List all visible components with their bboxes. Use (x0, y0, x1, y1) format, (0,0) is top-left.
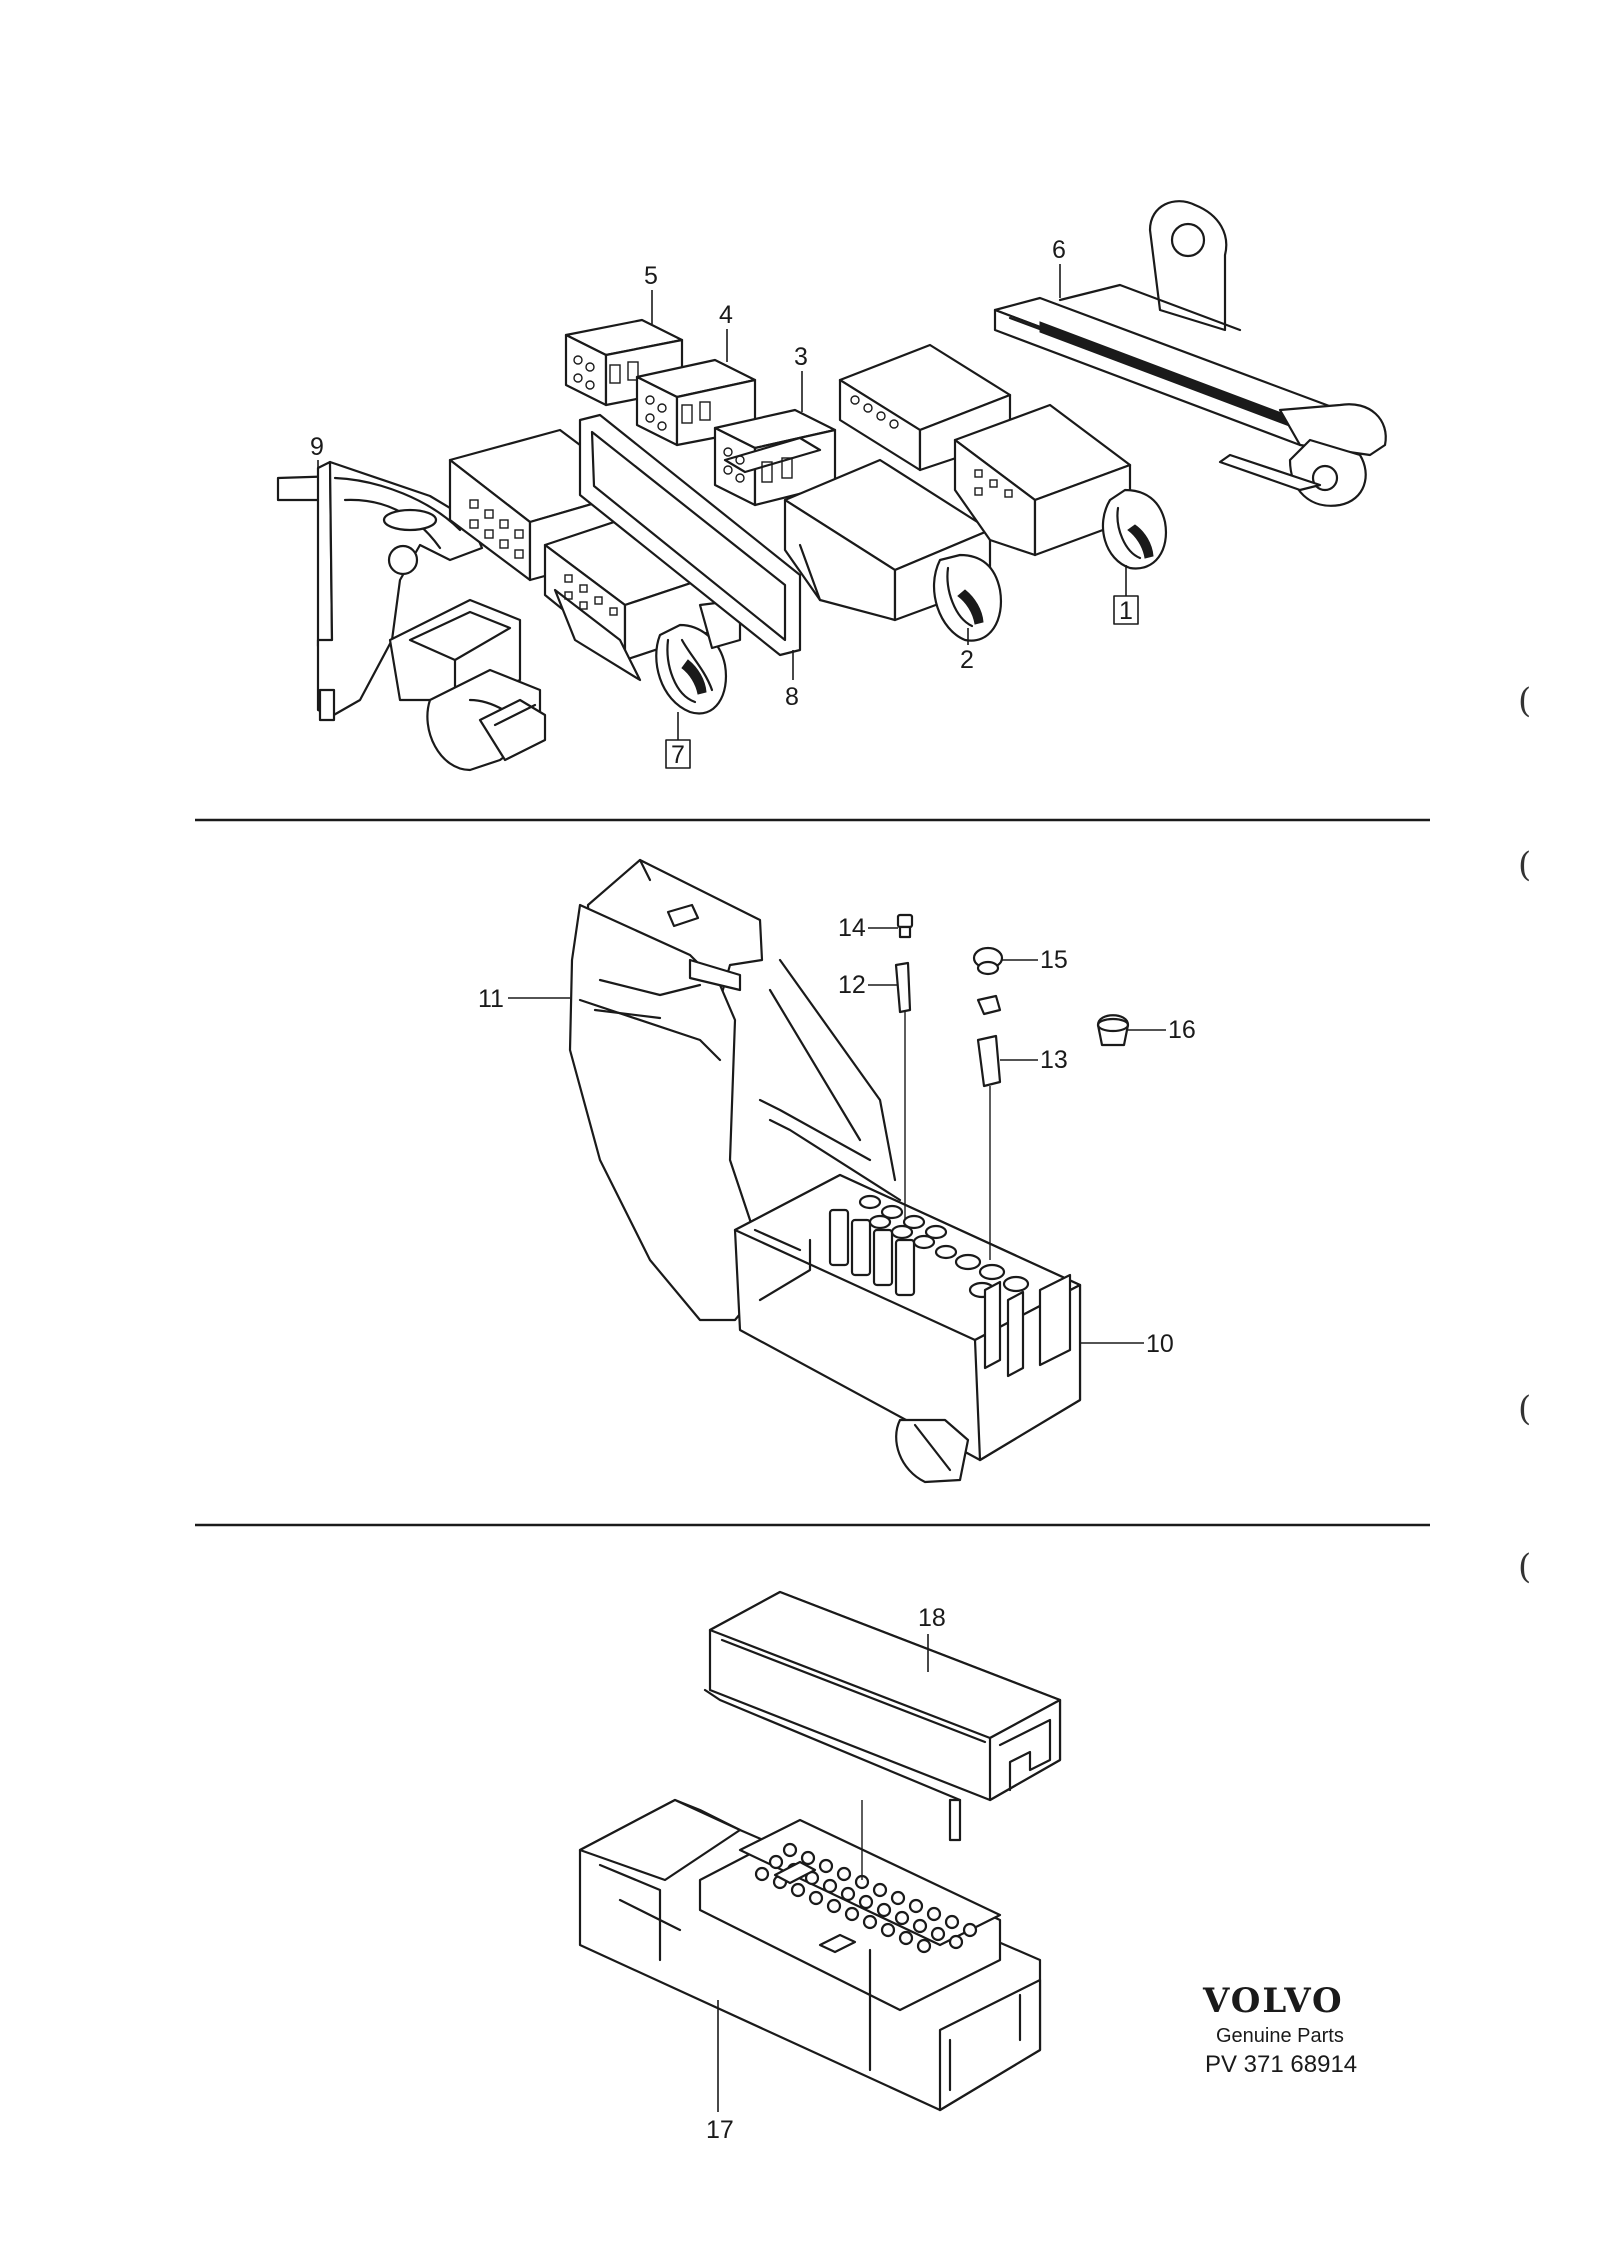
callout-5: 5 (644, 262, 658, 290)
volvo-logo: VOLVO (1202, 1981, 1344, 2021)
callout-2: 2 (960, 646, 974, 674)
part-15-seal (972, 946, 1004, 976)
part-14-plug (896, 913, 914, 939)
callout-17: 17 (706, 2116, 734, 2144)
part-17-base-housing (578, 1798, 1042, 2112)
part-16-plug (1096, 1014, 1130, 1047)
section-connector-assembly: 5 4 3 6 9 8 2 1 7 (276, 200, 1387, 772)
part-2-connector-housing (783, 458, 1003, 642)
callout-13: 13 (1040, 1046, 1068, 1074)
margin-mark: ( (1518, 681, 1531, 721)
callout-3: 3 (794, 343, 808, 371)
part-6-cover-bracket (993, 200, 1387, 507)
callouts-section-3: 18 17 (706, 1604, 946, 2144)
callout-9: 9 (310, 433, 324, 461)
callout-16: 16 (1168, 1016, 1196, 1044)
part-9-bracket-socket (276, 460, 547, 772)
part-18-cover (703, 1590, 1062, 1842)
brand-subtitle: Genuine Parts (1216, 2025, 1344, 2047)
part-10-base-housing (733, 958, 1082, 1484)
callouts-section-1: 5 4 3 6 9 8 2 1 7 (310, 236, 1139, 769)
callout-11: 11 (478, 985, 504, 1013)
callout-1: 1 (1119, 597, 1133, 625)
callout-12: 12 (838, 971, 866, 999)
callouts-section-2: 14 12 15 13 16 11 10 (478, 914, 1196, 1358)
callout-7: 7 (671, 741, 685, 769)
callout-18: 18 (918, 1604, 946, 1632)
part-13-terminal (976, 994, 1002, 1260)
part-number-code: PV 371 68914 (1205, 2051, 1357, 2078)
brand-block: VOLVO Genuine Parts PV 371 68914 (1202, 1981, 1357, 2078)
section-relay-housing: 14 12 15 13 16 11 10 (478, 858, 1196, 1484)
part-11-cover (568, 858, 764, 1322)
callout-4: 4 (719, 301, 733, 329)
callout-8: 8 (785, 683, 799, 711)
margin-mark: ( (1518, 845, 1531, 885)
section-housing-cover: 18 17 (578, 1590, 1062, 2144)
callout-10: 10 (1146, 1330, 1174, 1358)
part-7-connector-grommet (543, 508, 742, 715)
callout-15: 15 (1040, 946, 1068, 974)
margin-marks: ( ( ( ( (1518, 681, 1531, 1587)
part-1-connector-housing (838, 343, 1168, 570)
margin-mark: ( (1518, 1547, 1531, 1587)
part-12-terminal (894, 961, 912, 1220)
callout-14: 14 (838, 914, 866, 942)
callout-6: 6 (1052, 236, 1066, 264)
part-8-gasket-frame (578, 413, 802, 657)
margin-mark: ( (1518, 1389, 1531, 1429)
